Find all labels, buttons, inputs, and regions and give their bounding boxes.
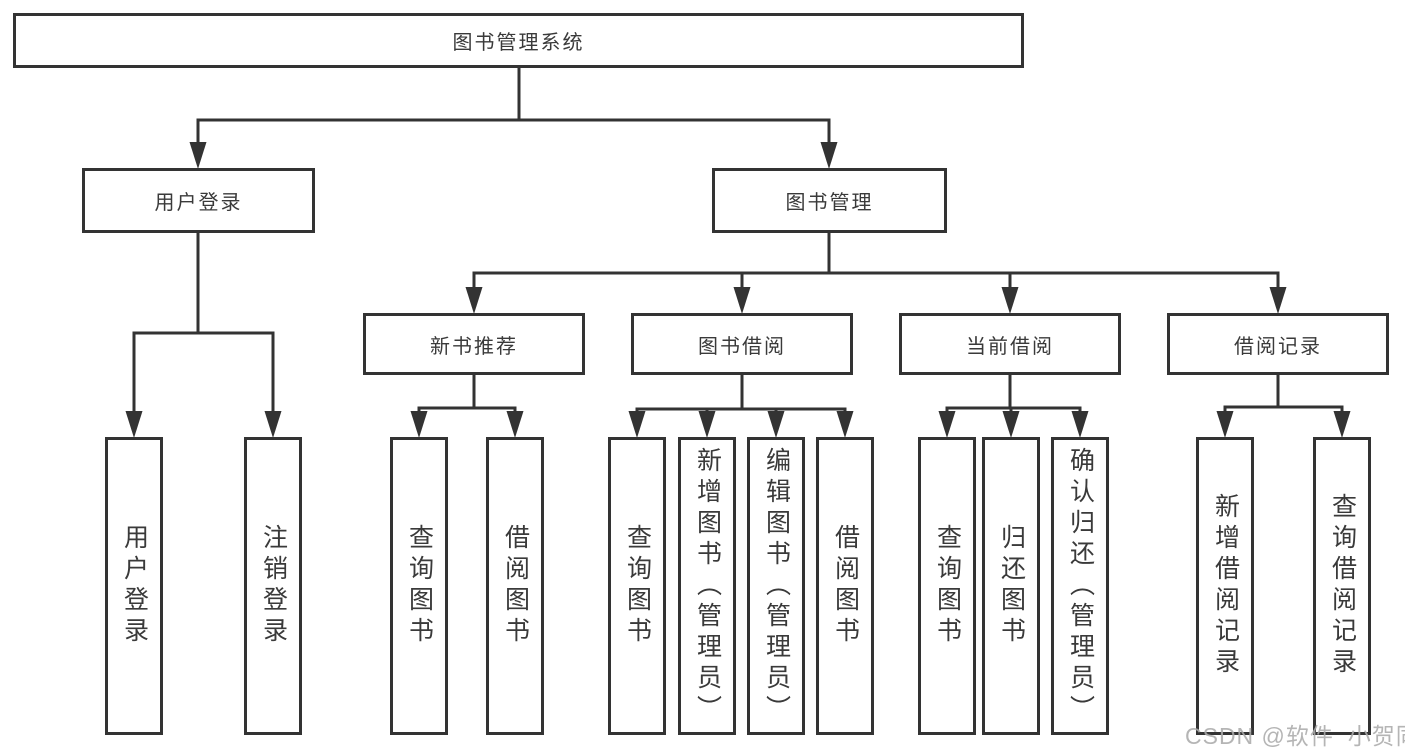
node-user-login-label: 用户登录	[154, 192, 243, 214]
arrowhead	[1216, 411, 1234, 438]
node-new-book-recommend: 新书推荐	[363, 313, 585, 375]
leaf-query-books-3: 查询图书	[918, 437, 976, 735]
leaf-query-borrow-record: 查询借阅记录	[1313, 437, 1371, 735]
leaf-edit-books-admin-label: 编辑图书（管理员）	[762, 446, 791, 726]
arrowhead	[506, 411, 524, 438]
arrowhead	[1071, 411, 1089, 438]
node-user-login: 用户登录	[82, 168, 315, 233]
node-book-management: 图书管理	[712, 168, 947, 233]
arrowhead	[264, 411, 282, 438]
leaf-query-books-2-label: 查询图书	[623, 524, 652, 648]
leaf-return-books-label: 归还图书	[997, 524, 1026, 648]
arrowhead	[410, 411, 428, 438]
leaf-confirm-return-admin-label: 确认归还（管理员）	[1066, 446, 1095, 726]
arrowhead	[1333, 411, 1351, 438]
node-borrowing-records-label: 借阅记录	[1234, 335, 1322, 358]
node-current-borrowing-label: 当前借阅	[966, 335, 1054, 358]
node-book-borrowing: 图书借阅	[631, 313, 853, 375]
node-new-book-recommend-label: 新书推荐	[430, 335, 518, 358]
node-root-label: 图书管理系统	[452, 32, 585, 54]
node-root-system: 图书管理系统	[13, 13, 1024, 68]
leaf-query-books-3-label: 查询图书	[933, 524, 962, 648]
leaf-borrow-books-1: 借阅图书	[486, 437, 544, 735]
leaf-user-login: 用户登录	[105, 437, 163, 735]
node-book-management-label: 图书管理	[785, 192, 874, 214]
arrowhead	[1269, 287, 1287, 314]
leaf-user-login-label: 用户登录	[120, 524, 149, 648]
leaf-borrow-books-2-label: 借阅图书	[831, 524, 860, 648]
node-borrowing-records: 借阅记录	[1167, 313, 1389, 375]
leaf-edit-books-admin: 编辑图书（管理员）	[747, 437, 805, 735]
leaf-borrow-books-1-label: 借阅图书	[501, 524, 530, 648]
arrowhead	[1002, 411, 1020, 438]
arrowhead	[820, 142, 838, 169]
leaf-logout-label: 注销登录	[259, 524, 288, 648]
leaf-query-borrow-record-label: 查询借阅记录	[1328, 493, 1357, 679]
leaf-add-borrow-record: 新增借阅记录	[1196, 437, 1254, 735]
csdn-watermark: CSDN @软件_小贺同学	[1185, 723, 1405, 747]
leaf-confirm-return-admin: 确认归还（管理员）	[1051, 437, 1109, 735]
arrowhead	[465, 287, 483, 314]
node-current-borrowing: 当前借阅	[899, 313, 1121, 375]
arrowhead	[836, 411, 854, 438]
leaf-add-books-admin-label: 新增图书（管理员）	[693, 446, 722, 726]
node-book-borrowing-label: 图书借阅	[698, 335, 786, 358]
leaf-logout: 注销登录	[244, 437, 302, 735]
arrowhead	[698, 411, 716, 438]
arrowheads	[125, 142, 1351, 438]
arrowhead	[628, 411, 646, 438]
leaf-query-books-1: 查询图书	[390, 437, 448, 735]
arrowhead	[1001, 287, 1019, 314]
leaf-borrow-books-2: 借阅图书	[816, 437, 874, 735]
leaf-query-books-1-label: 查询图书	[405, 524, 434, 648]
leaf-add-borrow-record-label: 新增借阅记录	[1211, 493, 1240, 679]
leaf-add-books-admin: 新增图书（管理员）	[678, 437, 736, 735]
leaf-return-books: 归还图书	[982, 437, 1040, 735]
arrowhead	[767, 411, 785, 438]
arrowhead	[938, 411, 956, 438]
arrowhead	[189, 142, 207, 169]
leaf-query-books-2: 查询图书	[608, 437, 666, 735]
arrowhead	[125, 411, 143, 438]
arrowhead	[733, 287, 751, 314]
